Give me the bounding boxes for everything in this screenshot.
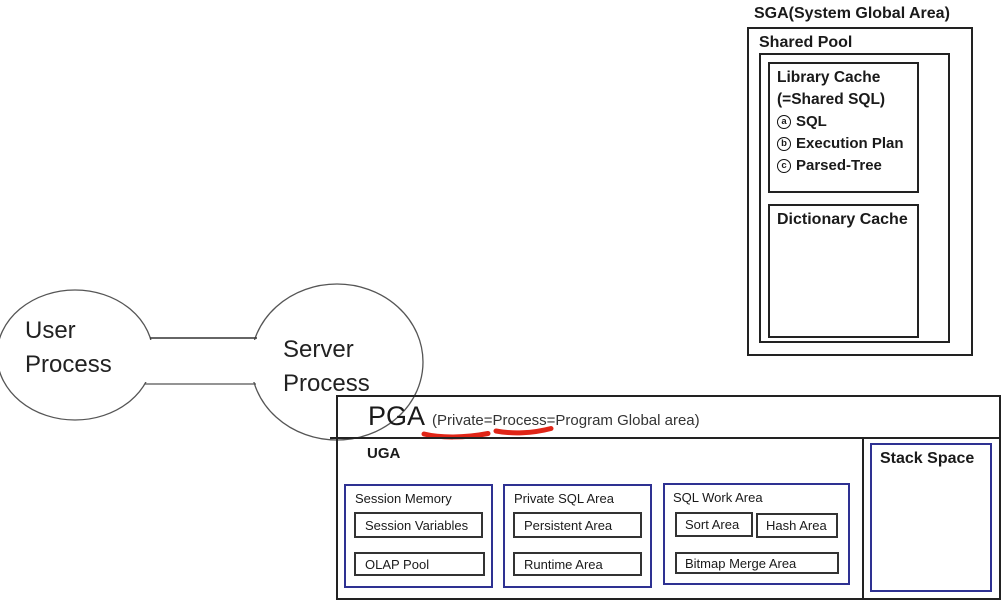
pga-title: PGA: [368, 401, 426, 431]
sort-area-box: Sort Area: [675, 512, 753, 537]
circled-b-icon: b: [777, 137, 791, 151]
pga-subtitle: (Private=Process=Program Global area): [432, 412, 700, 429]
library-cache-subtitle: (=Shared SQL): [777, 91, 886, 108]
pga-header-divider: [330, 437, 1001, 439]
library-cache-item-sql: a SQL: [777, 111, 917, 133]
dictionary-cache-label: Dictionary Cache: [777, 211, 908, 228]
sql-work-area-label: SQL Work Area: [673, 490, 763, 505]
dictionary-cache-box: Dictionary Cache: [768, 204, 919, 338]
stack-space-box: Stack Space: [870, 443, 992, 592]
sga-title: SGA(System Global Area): [754, 5, 950, 22]
runtime-area-box: Runtime Area: [513, 552, 642, 576]
runtime-area-label: Runtime Area: [524, 556, 603, 572]
hash-area-label: Hash Area: [766, 518, 827, 533]
session-memory-label: Session Memory: [355, 491, 452, 506]
olap-pool-label: OLAP Pool: [365, 556, 430, 572]
bitmap-merge-area-label: Bitmap Merge Area: [685, 555, 797, 571]
private-sql-area-box: Private SQL Area Persistent Area Runtime…: [503, 484, 652, 588]
shared-pool-inner-box: Library Cache (=Shared SQL) a SQL b Exec…: [759, 53, 950, 343]
session-memory-box: Session Memory Session Variables OLAP Po…: [344, 484, 493, 588]
server-process-line2: Process: [283, 370, 370, 397]
pga-header: PGA (Private=Process=Program Global area…: [368, 401, 700, 432]
hash-area-box: Hash Area: [756, 513, 838, 538]
shared-pool-box: Shared Pool Library Cache (=Shared SQL) …: [747, 27, 973, 356]
library-cache-item-execution-plan-label: Execution Plan: [796, 135, 904, 152]
library-cache-item-parsed-tree-label: Parsed-Tree: [796, 157, 882, 174]
library-cache-title: Library Cache: [777, 69, 881, 86]
library-cache-item-sql-label: SQL: [796, 113, 827, 130]
channel-gap-mask: [143, 340, 261, 382]
circled-c-icon: c: [777, 159, 791, 173]
private-sql-area-label: Private SQL Area: [514, 491, 614, 506]
circled-a-icon: a: [777, 115, 791, 129]
olap-pool-box: OLAP Pool: [354, 552, 485, 576]
shared-pool-label: Shared Pool: [759, 34, 853, 51]
persistent-area-box: Persistent Area: [513, 512, 642, 538]
user-process-line2: Process: [25, 351, 112, 378]
uga-label: UGA: [367, 445, 401, 462]
user-process-line1: User: [25, 317, 76, 344]
stack-space-label: Stack Space: [880, 450, 975, 467]
library-cache-item-execution-plan: b Execution Plan: [777, 133, 917, 155]
bitmap-merge-area-box: Bitmap Merge Area: [675, 552, 839, 574]
session-variables-label: Session Variables: [365, 517, 469, 533]
library-cache-box: Library Cache (=Shared SQL) a SQL b Exec…: [768, 62, 919, 193]
red-underline-process: [493, 426, 554, 436]
sql-work-area-box: SQL Work Area Sort Area Hash Area Bitmap…: [663, 483, 850, 585]
library-cache-item-parsed-tree: c Parsed-Tree: [777, 155, 917, 177]
server-process-line1: Server: [283, 336, 354, 363]
persistent-area-label: Persistent Area: [524, 517, 613, 533]
sort-area-label: Sort Area: [685, 517, 740, 532]
user-process-label: User Process: [25, 314, 112, 382]
server-process-label: Server Process: [283, 333, 370, 401]
pga-box: PGA (Private=Process=Program Global area…: [336, 395, 1001, 600]
red-underline-private: [421, 431, 491, 440]
pga-vertical-divider: [862, 437, 864, 598]
session-variables-box: Session Variables: [354, 512, 483, 538]
